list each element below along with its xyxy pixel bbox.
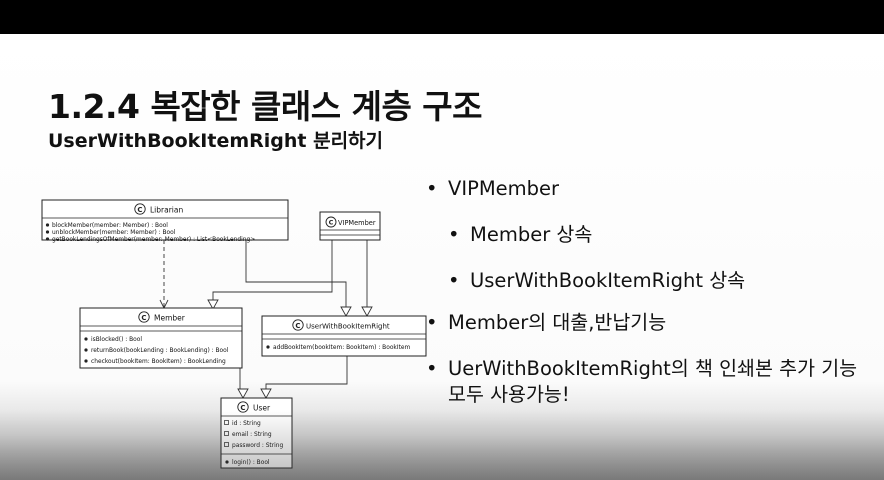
class-name: User xyxy=(253,404,271,413)
stereotype-letter: C xyxy=(137,206,142,214)
user-field-2: email : String xyxy=(232,432,272,438)
bullet-item: • Member의 대출,반납기능 xyxy=(426,310,666,336)
bullet-glyph: • xyxy=(448,269,460,292)
stereotype-icon xyxy=(138,311,150,323)
stereotype-icon xyxy=(237,401,249,413)
bullet-text: UserWithBookItemRight 상속 xyxy=(470,269,746,292)
class-userwithbookitemright: C UserWithBookItemRight addBookItem(book… xyxy=(261,315,427,357)
stereotype-letter: C xyxy=(141,314,146,322)
librarian-method-2: unblockMember(member: Member) : Bool xyxy=(52,230,176,236)
bullet-item-sub: • Member 상속 xyxy=(448,222,592,248)
librarian-method-1: blockMember(member: Member) : Bool xyxy=(52,223,168,229)
bullet-item: • VIPMember xyxy=(426,176,559,202)
user-field-1: id : String xyxy=(232,421,261,427)
slide-subtitle: UserWithBookItemRight 분리하기 xyxy=(48,130,384,152)
stereotype-icon xyxy=(325,216,337,228)
connector-userright-user xyxy=(265,356,348,398)
user-method-1: login() : Bool xyxy=(232,460,270,466)
connector-librarian-userright xyxy=(245,240,347,316)
bullet-glyph: • xyxy=(448,223,460,246)
stereotype-letter: C xyxy=(295,322,300,330)
bullet-text: UerWithBookItemRight의 책 인쇄본 추가 기능 xyxy=(448,357,858,380)
bullet-text: Member 상속 xyxy=(470,223,593,246)
userright-method-1: addBookItem(bookItem: BookItem) : BookIt… xyxy=(273,345,411,351)
bullet-item: • UerWithBookItemRight의 책 인쇄본 추가 기능 xyxy=(426,356,857,382)
librarian-method-3: getBookLendingsOfMember(member: Member) … xyxy=(52,237,255,243)
user-field-3: password : String xyxy=(232,443,284,449)
bullet-glyph: • xyxy=(426,177,438,200)
stereotype-letter: C xyxy=(329,219,334,227)
class-name: Librarian xyxy=(150,206,183,215)
bullet-text: VIPMember xyxy=(448,177,560,200)
slide: 1.2.4 복잡한 클래스 계층 구조 UserWithBookItemRigh… xyxy=(0,34,884,480)
bullet-item-sub: • UserWithBookItemRight 상속 xyxy=(448,268,745,294)
class-name: VIPMember xyxy=(338,219,376,227)
class-name: Member xyxy=(154,314,186,323)
bullet-text: Member의 대출,반납기능 xyxy=(448,311,667,334)
diagram-connectors xyxy=(159,240,373,399)
class-member: C Member isBlocked() : Bool returnBook(b… xyxy=(79,307,243,369)
member-method-3: checkout(bookItem: BookItem) : BookLendi… xyxy=(91,359,226,365)
bullet-glyph: • xyxy=(426,311,438,334)
bullet-continuation: 모두 사용가능! xyxy=(448,382,570,408)
connector-vip-member xyxy=(212,240,333,308)
stereotype-icon xyxy=(292,319,304,331)
bullet-glyph: • xyxy=(426,357,438,380)
class-user: C User id : String email : String passwo… xyxy=(220,397,293,469)
bullet-text: 모두 사용가능! xyxy=(448,383,570,406)
member-method-1: isBlocked() : Bool xyxy=(91,337,142,343)
class-librarian: C Librarian blockMember(member: Member) … xyxy=(41,199,289,243)
class-name: UserWithBookItemRight xyxy=(306,323,390,331)
class-vipmember: C VIPMember xyxy=(319,211,381,241)
member-method-2: returnBook(bookLending : BookLending) : … xyxy=(91,348,229,354)
stereotype-letter: C xyxy=(240,404,245,412)
class-diagram: C Librarian blockMember(member: Member) … xyxy=(41,199,427,469)
slide-title: 1.2.4 복잡한 클래스 계층 구조 xyxy=(48,87,483,126)
stereotype-icon xyxy=(134,203,146,215)
